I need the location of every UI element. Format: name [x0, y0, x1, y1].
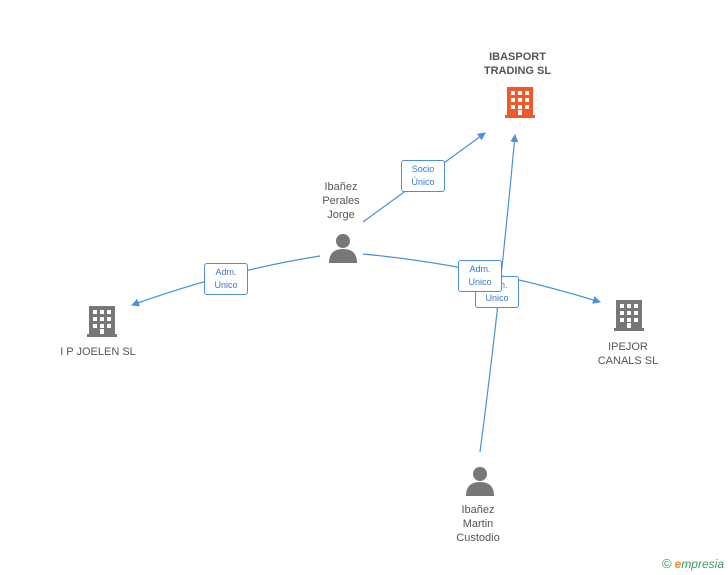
label-line: Custodio [456, 532, 500, 544]
label-line: Ibañez [461, 504, 495, 516]
person-icon[interactable] [466, 467, 494, 496]
label-line: CANALS SL [597, 355, 659, 367]
company-label-ibasport[interactable]: IBASPORT TRADING SL [470, 50, 565, 78]
label-line: TRADING SL [483, 65, 552, 77]
edge-label-line: Unico [468, 277, 492, 287]
person-icon[interactable] [329, 234, 357, 263]
label-line: Martin [462, 518, 494, 530]
brand-logo-e: e [674, 557, 682, 571]
edge-label-adm-joelen[interactable]: Adm. Unico [204, 263, 248, 295]
company-label-joelen[interactable]: I P JOELEN SL [50, 345, 146, 359]
label-line: IPEJOR [608, 341, 648, 353]
building-icon[interactable] [87, 306, 117, 337]
person-label-jorge[interactable]: Ibañez Perales Jorge [305, 180, 377, 222]
copyright-symbol: © [662, 556, 672, 571]
edge-label-line: Unico [485, 293, 509, 303]
building-icon[interactable] [614, 300, 644, 331]
label-line: Perales [322, 195, 360, 207]
edge-label-adm-ipejor[interactable]: Adm. Unico [458, 260, 502, 292]
edge-label-line: Único [411, 177, 435, 187]
person-label-custodio[interactable]: Ibañez Martin Custodio [440, 503, 516, 545]
building-icon[interactable] [505, 87, 535, 118]
label-line: I P JOELEN SL [60, 346, 136, 358]
label-line: IBASPORT [489, 51, 546, 63]
brand-logo-text: mpresia [681, 557, 724, 571]
edge-label-line: Adm. [215, 267, 237, 277]
edge-label-line: Adm. [469, 264, 491, 274]
edge-label-line: Socio [411, 164, 435, 174]
copyright-brand: ©empresia [662, 556, 724, 571]
company-label-ipejor[interactable]: IPEJOR CANALS SL [588, 340, 668, 368]
edge-label-line: Unico [214, 280, 238, 290]
label-line: Jorge [327, 209, 355, 221]
edge-label-socio-unico[interactable]: Socio Único [401, 160, 445, 192]
label-line: Ibañez [324, 181, 358, 193]
